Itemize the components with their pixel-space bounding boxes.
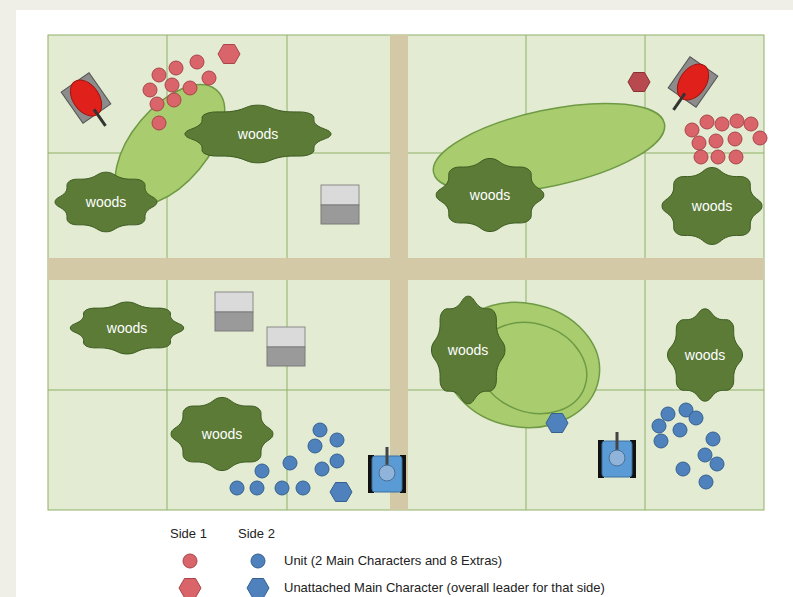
leader-hexagon: [247, 579, 269, 597]
grid: [48, 35, 764, 510]
unit-figures: [685, 114, 767, 164]
tank: [660, 56, 719, 120]
woods-label: woods: [238, 126, 278, 142]
leader-hexagon: [546, 414, 568, 433]
building: [267, 327, 305, 366]
leader-hexagon: [218, 45, 240, 64]
woods-area: woods: [53, 171, 159, 233]
legend-text: Unattached Main Character (overall leade…: [284, 580, 605, 595]
tank: [61, 72, 120, 136]
tank: [598, 432, 636, 478]
woods-area: woods: [169, 396, 275, 472]
woods-label: woods: [107, 320, 147, 336]
side-heading: Side 2: [238, 526, 275, 541]
tank: [368, 447, 406, 493]
woods-label: woods: [202, 426, 242, 442]
side-heading: Side 1: [170, 526, 207, 541]
leader-hexagon: [330, 483, 352, 502]
leader-hexagon: [179, 579, 201, 597]
board: [48, 35, 764, 510]
building: [321, 185, 359, 224]
leader-hexagon: [628, 73, 650, 92]
woods-label: woods: [448, 342, 488, 358]
woods-label: woods: [470, 187, 510, 203]
panel: [16, 10, 793, 597]
legend-unit-symbol: [251, 554, 265, 568]
woods-area: woods: [430, 294, 506, 406]
woods-area: woods: [182, 104, 334, 164]
woods-area: woods: [68, 301, 186, 355]
legend-unit-symbol: [183, 554, 197, 568]
road: [48, 258, 764, 280]
woods-label: woods: [86, 194, 126, 210]
woods-label: woods: [685, 347, 725, 363]
legend-text: Unit (2 Main Characters and 8 Extras): [284, 553, 502, 568]
unit-figures: [652, 403, 724, 489]
woods-label: woods: [692, 198, 732, 214]
woods-area: woods: [666, 307, 744, 403]
woods-area: woods: [434, 157, 546, 233]
woods-area: woods: [660, 166, 764, 246]
building: [215, 292, 253, 331]
